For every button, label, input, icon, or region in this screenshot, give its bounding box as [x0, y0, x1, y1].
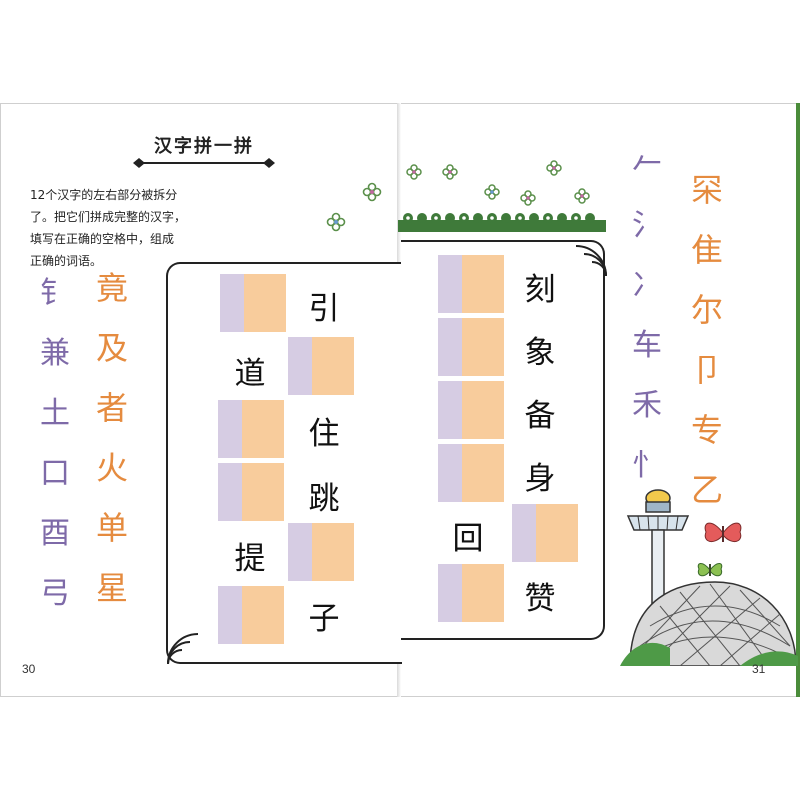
answer-blank[interactable] [218, 586, 284, 644]
page-title: 汉字拼一拼 [154, 136, 254, 157]
answer-blank[interactable] [288, 337, 354, 395]
part-char: 竟 [95, 269, 128, 307]
word-char: 住 [308, 416, 340, 452]
part-char: 星 [95, 569, 128, 607]
answer-blank[interactable] [218, 463, 284, 521]
part-char: 及 [95, 329, 128, 367]
title-block: 汉字拼一拼 [133, 132, 275, 170]
scallop-border-icon [398, 213, 606, 232]
instructions: 12个汉字的左右部分被拆分 了。把它们拼成完整的汉字， 填写在正确的空格中，组成… [30, 184, 245, 272]
part-char: 口 [40, 456, 70, 491]
part-char: 火 [95, 449, 128, 487]
part-char: 忄 [632, 448, 662, 483]
answer-blank[interactable] [220, 274, 286, 332]
part-char: 氵 [632, 208, 662, 243]
word-char: 提 [234, 541, 266, 577]
instruction-line: 12个汉字的左右部分被拆分 [30, 188, 178, 202]
word-char: 刻 [524, 272, 556, 308]
orange-parts-column: 罙 隹 尔 卩 专 乙 [686, 172, 728, 532]
part-char: 车 [632, 328, 662, 363]
page-edge [796, 103, 800, 697]
word-char: 引 [308, 291, 340, 327]
part-char: 专 [690, 411, 723, 449]
flower-icon [362, 182, 382, 202]
orange-parts-column: 竟 及 者 火 单 星 [92, 270, 132, 630]
answer-blank[interactable] [512, 504, 578, 562]
part-char: 弓 [40, 576, 70, 611]
frame-corner-icon [167, 633, 199, 665]
flower-row-icon [406, 160, 590, 206]
butterfly-icon [704, 522, 742, 543]
answer-blank[interactable] [288, 523, 354, 581]
page-number: 30 [22, 662, 36, 676]
part-char: 酉 [40, 516, 70, 551]
part-char: 尔 [690, 291, 723, 329]
part-char: 罙 [690, 171, 723, 209]
part-char: 乙 [690, 471, 723, 509]
purple-parts-column: 钅 兼 土 口 酉 弓 [38, 276, 72, 636]
answer-blank[interactable] [438, 564, 504, 622]
part-char: 𠂉 [632, 148, 662, 183]
flower-icon [326, 212, 346, 232]
page-number: 31 [752, 662, 766, 676]
instruction-line: 了。把它们拼成完整的汉字， [30, 210, 187, 224]
butterfly-icon [697, 563, 723, 577]
part-char: 单 [95, 509, 128, 547]
word-char: 备 [524, 398, 556, 434]
part-char: 者 [95, 389, 128, 427]
word-char: 赞 [524, 581, 556, 617]
part-char: 钅 [40, 276, 70, 311]
answer-blank[interactable] [438, 318, 504, 376]
word-char: 道 [234, 356, 266, 392]
answer-blank[interactable] [438, 444, 504, 502]
part-char: 卩 [690, 351, 723, 389]
answer-blank[interactable] [218, 400, 284, 458]
instruction-line: 填写在正确的空格中，组成 [30, 232, 175, 246]
word-char: 跳 [308, 481, 340, 517]
answer-blank[interactable] [438, 255, 504, 313]
control-tower-icon [620, 489, 798, 666]
part-char: 隹 [690, 231, 723, 269]
word-char: 子 [308, 601, 340, 637]
title-underline-icon [133, 158, 275, 168]
part-char: 禾 [632, 388, 662, 423]
word-char: 象 [524, 335, 556, 371]
word-char: 回 [452, 521, 484, 557]
part-char: 土 [40, 396, 70, 431]
part-char: 兼 [40, 336, 70, 371]
instruction-line: 正确的词语。 [30, 254, 103, 268]
part-char: 冫 [632, 268, 662, 303]
purple-parts-column: 𠂉 氵 冫 车 禾 忄 [628, 148, 666, 508]
word-char: 身 [524, 461, 556, 497]
answer-blank[interactable] [438, 381, 504, 439]
frame-corner-icon [575, 245, 607, 277]
flower-icon [406, 164, 422, 180]
